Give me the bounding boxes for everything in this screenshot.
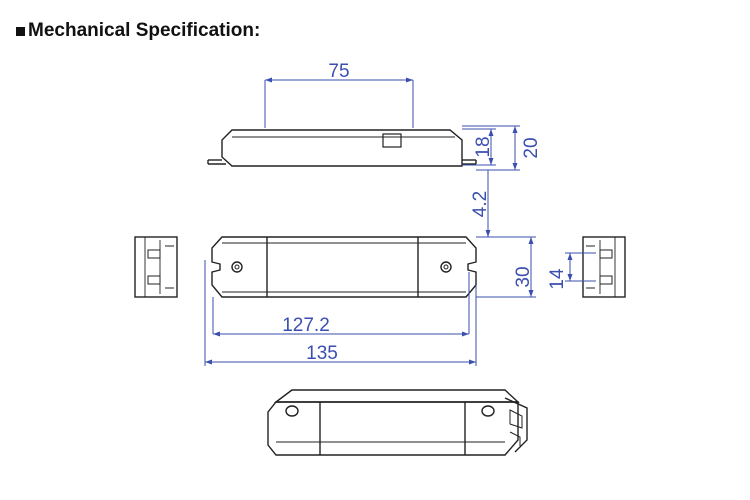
section-heading: Mechanical Specification: (16, 20, 260, 42)
dim-label-4-2: 4.2 (470, 191, 491, 217)
dim-label-75: 75 (328, 61, 349, 82)
isometric-view (267, 389, 528, 456)
dim-label-18: 18 (473, 136, 494, 157)
dimension-lines: 75 18 20 4.2 30 14 127.2 135 (204, 61, 596, 366)
heading-text: Mechanical Specification: (28, 20, 261, 41)
plan-view (211, 236, 477, 298)
heading-bullet-icon (16, 26, 25, 36)
right-end-view (582, 236, 626, 298)
dim-label-30: 30 (513, 266, 534, 287)
dim-label-14: 14 (547, 268, 568, 290)
dim-label-20: 20 (521, 137, 542, 158)
left-end-view (134, 236, 178, 298)
side-view (207, 129, 477, 167)
dim-label-135: 135 (306, 343, 338, 364)
dim-label-127-2: 127.2 (282, 315, 330, 336)
